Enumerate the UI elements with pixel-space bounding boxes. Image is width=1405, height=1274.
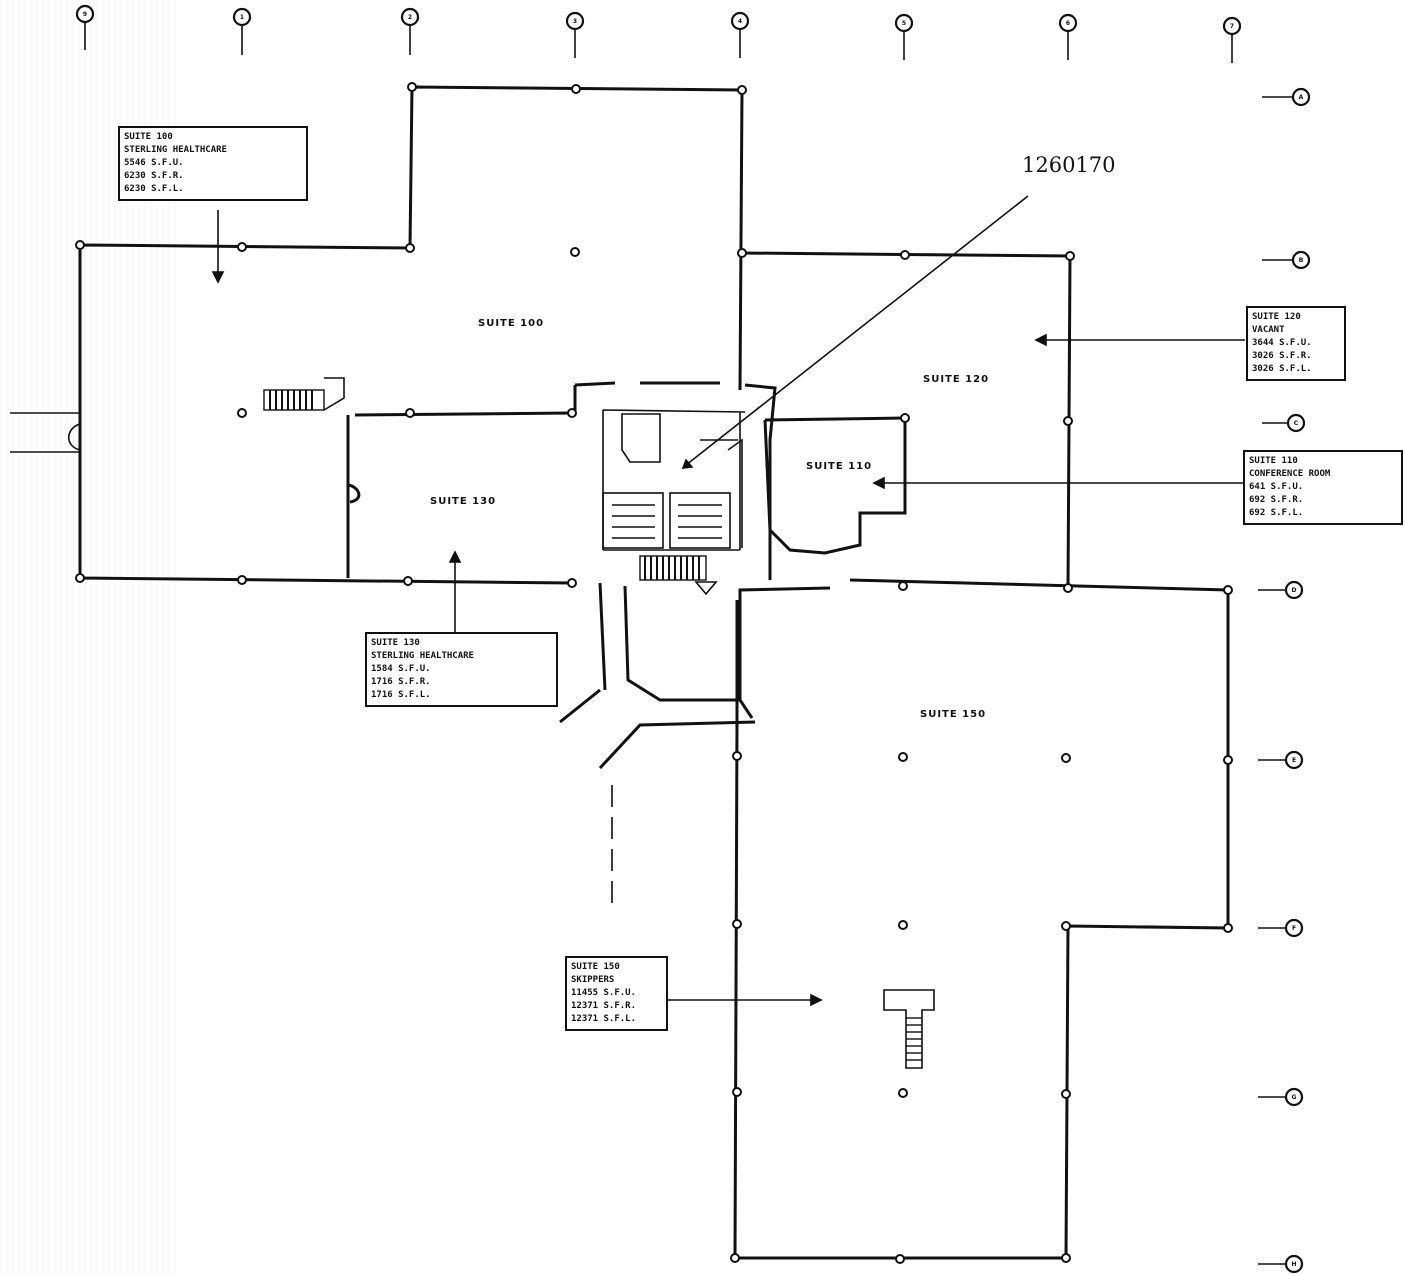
info-line: 1584 S.F.U. <box>371 664 431 674</box>
grid-marker-top-4: 4 <box>730 11 750 58</box>
grid-marker-top-5-text: 5 <box>902 20 906 27</box>
info-line: SUITE 130 <box>371 638 420 648</box>
info-box-suite-150: SUITE 150 SKIPPERS 11455 S.F.U. 12371 S.… <box>565 956 668 1031</box>
info-line: 11455 S.F.U. <box>571 988 637 998</box>
info-box-suite-100: SUITE 100 STERLING HEALTHCARE 5546 S.F.U… <box>118 126 308 201</box>
info-line: VACANT <box>1252 325 1285 335</box>
suite-150-stair <box>883 989 935 1069</box>
grid-marker-right-1-text: B <box>1299 257 1304 264</box>
suite-120-label: SUITE 120 <box>923 374 989 385</box>
info-line: STERLING HEALTHCARE <box>124 145 227 155</box>
central-corridor <box>559 582 831 770</box>
grid-marker-right-7-text: H <box>1291 1261 1296 1268</box>
info-line: SUITE 120 <box>1252 312 1301 322</box>
grid-marker-right-4: E <box>1258 750 1304 770</box>
grid-marker-top-5: 5 <box>894 13 914 60</box>
info-line: 5546 S.F.U. <box>124 158 184 168</box>
west-entry <box>10 412 81 453</box>
top-grid-markers: 9 1 2 3 4 5 6 7 <box>75 4 1242 63</box>
info-line: SUITE 150 <box>571 962 620 972</box>
info-line: 6230 S.F.L. <box>124 184 184 194</box>
grid-marker-top-0: 9 <box>75 4 95 50</box>
grid-marker-top-6: 6 <box>1058 13 1078 60</box>
suite-150-label: SUITE 150 <box>920 709 986 720</box>
grid-marker-top-0-text: 9 <box>83 11 87 18</box>
grid-marker-top-1: 1 <box>232 7 252 55</box>
info-line: 1716 S.F.L. <box>371 690 431 700</box>
grid-marker-right-0: A <box>1262 87 1311 107</box>
grid-marker-right-3: D <box>1258 580 1304 600</box>
grid-marker-top-2-text: 2 <box>408 14 412 21</box>
grid-marker-top-2: 2 <box>400 7 420 55</box>
grid-marker-right-6-text: G <box>1292 1094 1297 1101</box>
structural-columns <box>75 82 1233 1264</box>
suite-150-walls <box>733 578 1230 1260</box>
grid-marker-top-6-text: 6 <box>1066 20 1070 27</box>
grid-marker-right-3-text: D <box>1292 587 1297 594</box>
right-grid-markers: A B C D E F G H <box>1258 87 1311 1274</box>
grid-marker-top-1-text: 1 <box>240 14 244 21</box>
grid-marker-right-2: C <box>1262 413 1306 433</box>
info-line: 3026 S.F.L. <box>1252 364 1312 374</box>
grid-marker-top-3: 3 <box>565 11 585 58</box>
grid-marker-right-1: B <box>1262 250 1311 270</box>
info-line: SUITE 110 <box>1249 456 1298 466</box>
suite-130-walls <box>346 415 361 578</box>
info-line: 692 S.F.L. <box>1249 508 1304 518</box>
info-box-suite-120: SUITE 120 VACANT 3644 S.F.U. 3026 S.F.R.… <box>1246 306 1346 381</box>
grid-marker-top-7-text: 7 <box>1230 23 1234 30</box>
info-line: 692 S.F.R. <box>1249 495 1304 505</box>
info-line: 1716 S.F.R. <box>371 677 431 687</box>
grid-marker-right-5: F <box>1258 918 1304 938</box>
grid-marker-right-2-text: C <box>1294 420 1299 427</box>
info-line: CONFERENCE ROOM <box>1249 469 1331 479</box>
grid-marker-right-7: H <box>1258 1254 1304 1274</box>
suite-110-label: SUITE 110 <box>806 461 872 472</box>
info-line: STERLING HEALTHCARE <box>371 651 474 661</box>
suite-100-stair <box>263 377 345 411</box>
grid-marker-right-4-text: E <box>1292 757 1296 764</box>
grid-marker-right-5-text: F <box>1292 925 1296 932</box>
info-line: SUITE 100 <box>124 132 173 142</box>
info-line: 12371 S.F.R. <box>571 1001 637 1011</box>
info-line: 3026 S.F.R. <box>1252 351 1312 361</box>
grid-marker-right-6: G <box>1258 1087 1304 1107</box>
grid-marker-top-4-text: 4 <box>738 18 742 25</box>
info-line: SKIPPERS <box>571 975 615 985</box>
info-line: 641 S.F.U. <box>1249 482 1304 492</box>
suite-100-label: SUITE 100 <box>478 318 544 329</box>
info-line: 6230 S.F.R. <box>124 171 184 181</box>
info-box-suite-110: SUITE 110 CONFERENCE ROOM 641 S.F.U. 692… <box>1243 450 1403 525</box>
info-line: 3644 S.F.U. <box>1252 338 1312 348</box>
info-line: 12371 S.F.L. <box>571 1014 637 1024</box>
grid-marker-right-0-text: A <box>1299 94 1304 101</box>
reference-number: 1260170 <box>1022 153 1116 177</box>
leader-arrows <box>211 195 1245 1007</box>
building-core <box>573 381 777 596</box>
info-box-suite-130: SUITE 130 STERLING HEALTHCARE 1584 S.F.U… <box>365 632 558 707</box>
grid-marker-top-3-text: 3 <box>573 18 577 25</box>
suite-130-label: SUITE 130 <box>430 496 496 507</box>
scan-margin-texture <box>0 0 180 1274</box>
grid-marker-top-7: 7 <box>1222 16 1242 63</box>
